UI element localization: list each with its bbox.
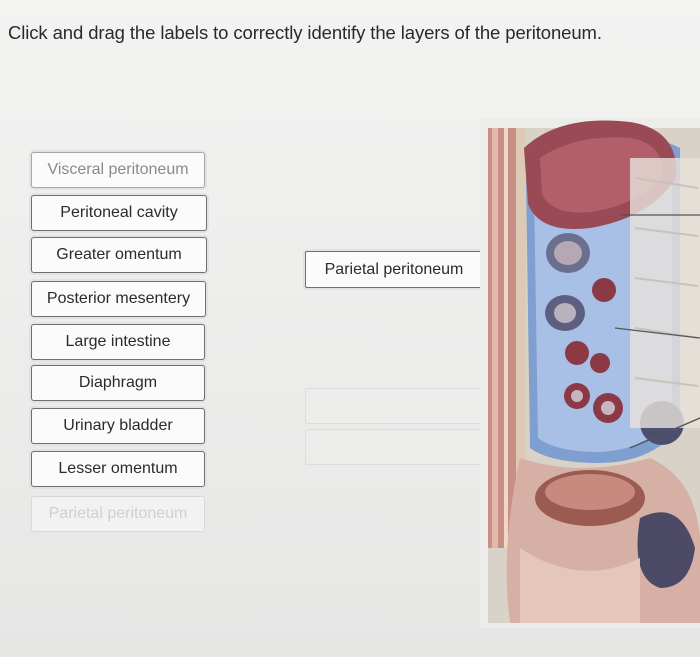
label-peritoneal-cavity[interactable]: Peritoneal cavity <box>31 195 207 231</box>
label-lesser-omentum[interactable]: Lesser omentum <box>31 451 205 487</box>
label-urinary-bladder[interactable]: Urinary bladder <box>31 408 205 444</box>
drop-zone-1[interactable]: Parietal peritoneum <box>305 251 483 288</box>
label-posterior-mesentery[interactable]: Posterior mesentery <box>31 281 206 317</box>
label-parietal-peritoneum-placeholder: Parietal peritoneum <box>31 496 205 532</box>
abdominal-wall <box>488 128 526 588</box>
instruction-text: Click and drag the labels to correctly i… <box>8 22 602 43</box>
peritoneum-diagram <box>480 118 700 628</box>
label-large-intestine[interactable]: Large intestine <box>31 324 205 360</box>
intestines <box>630 158 700 428</box>
label-visceral-peritoneum[interactable]: Visceral peritoneum <box>31 152 205 188</box>
label-diaphragm[interactable]: Diaphragm <box>31 365 205 401</box>
label-greater-omentum[interactable]: Greater omentum <box>31 237 207 273</box>
drop-zone-2[interactable] <box>305 388 481 424</box>
drop-zone-3[interactable] <box>305 429 481 465</box>
